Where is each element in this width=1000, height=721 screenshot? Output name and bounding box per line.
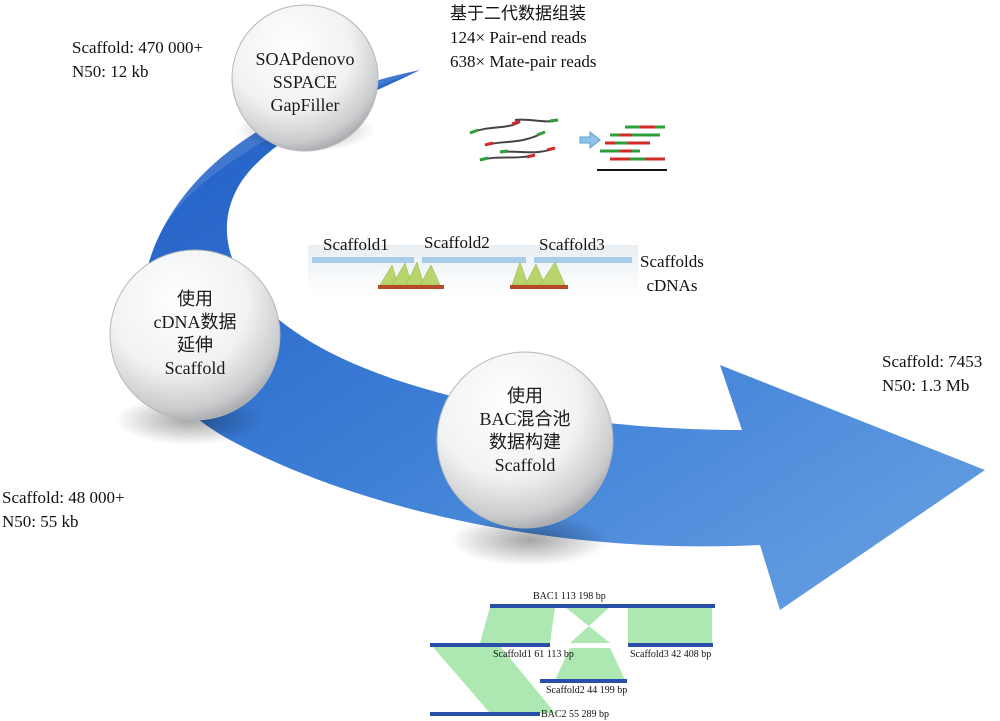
reads-icon <box>469 118 559 162</box>
stage3-method: 使用 BAC混合池 数据构建 Scaffold <box>445 385 605 477</box>
stage2-method-line: cDNA数据 <box>153 312 237 332</box>
stage1-ball <box>231 4 379 152</box>
stage2-stats: Scaffold: 48 000+ N50: 55 kb <box>2 486 125 534</box>
synteny-scaffold2-mid <box>555 648 625 680</box>
scaffold2-line <box>540 679 627 683</box>
scaffold1-line <box>430 643 550 647</box>
stage3-ball <box>436 351 614 529</box>
scaffold2-label: Scaffold2 <box>424 233 490 252</box>
scaffold2-bar <box>422 257 526 263</box>
stage1-reads-info: 基于二代数据组装 124× Pair-end reads 638× Mate-p… <box>450 2 596 74</box>
stage3-method-line: Scaffold <box>494 455 556 475</box>
tool-soapdenovo: SOAPdenovo <box>255 49 355 69</box>
stage2-ball <box>109 249 281 421</box>
scaffold1-length-label: Scaffold1 61 113 bp <box>493 649 574 660</box>
stage2-method-line: Scaffold <box>164 358 226 378</box>
stage1-n50: N50: 12 kb <box>72 62 149 81</box>
bac1-line <box>490 604 715 608</box>
synteny-bac1-scaffold3 <box>628 607 712 643</box>
reads-title: 基于二代数据组装 <box>450 4 586 23</box>
ball-shadow-3 <box>450 514 610 566</box>
stage2-method-line: 延伸 <box>177 335 213 355</box>
synteny-scaffold1-bac2 <box>432 646 555 713</box>
stage1-scaffold-count: Scaffold: 470 000+ <box>72 38 204 57</box>
scaffold3-bar <box>534 257 632 263</box>
scaffold1-label: Scaffold1 <box>323 235 389 254</box>
cdna-bases <box>378 285 568 289</box>
scaffold3-label: Scaffold3 <box>539 235 605 254</box>
cdna-peaks <box>379 261 566 286</box>
stage2-method: 使用 cDNA数据 延伸 Scaffold <box>115 288 275 380</box>
stage3-n50: N50: 1.3 Mb <box>882 376 970 395</box>
stage3-method-line: BAC混合池 <box>479 409 571 429</box>
bac2-label: BAC2 55 289 bp <box>541 709 610 720</box>
bac1-label: BAC1 113 198 bp <box>533 591 606 602</box>
legend-cdnas: cDNAs <box>646 276 698 295</box>
stage2-method-line: 使用 <box>177 289 213 309</box>
pipeline-arrow <box>140 70 986 610</box>
stage1-stats: Scaffold: 470 000+ N50: 12 kb <box>72 36 203 84</box>
assembled-reads-icon <box>597 125 667 171</box>
scaffold3-length-label: Scaffold3 42 408 bp <box>630 649 712 660</box>
stage3-scaffold-count: Scaffold: 7453 <box>882 352 983 371</box>
stage3-method-line: 数据构建 <box>489 432 561 452</box>
bac-alignment <box>430 604 715 716</box>
legend-scaffolds: Scaffolds <box>640 252 704 271</box>
synteny-bac1-scaffold1 <box>480 607 555 643</box>
synteny-bac1-scaffold2 <box>565 607 610 643</box>
stage3-method-line: 使用 <box>507 386 543 406</box>
scaffold3-line <box>628 643 713 647</box>
mate-pair-reads: 638× Mate-pair reads <box>450 52 597 71</box>
stage2-n50: N50: 55 kb <box>2 512 79 531</box>
bac2-line <box>430 712 540 716</box>
scaffold2-length-label: Scaffold2 44 199 bp <box>546 685 628 696</box>
stage1-tools: SOAPdenovo SSPACE GapFiller <box>232 48 378 117</box>
scaffold1-bar <box>312 257 414 263</box>
stage3-stats: Scaffold: 7453 N50: 1.3 Mb <box>882 350 982 398</box>
tool-sspace: SSPACE <box>272 72 338 92</box>
scaffold-bars <box>312 257 632 263</box>
stage2-scaffold-count: Scaffold: 48 000+ <box>2 488 125 507</box>
reads-to-assembly-arrow-icon <box>579 130 601 150</box>
scaffold-panel-bg <box>308 245 638 295</box>
tool-gapfiller: GapFiller <box>270 95 340 115</box>
pair-end-reads: 124× Pair-end reads <box>450 28 587 47</box>
scaffold-legend: Scaffolds cDNAs <box>640 250 704 298</box>
